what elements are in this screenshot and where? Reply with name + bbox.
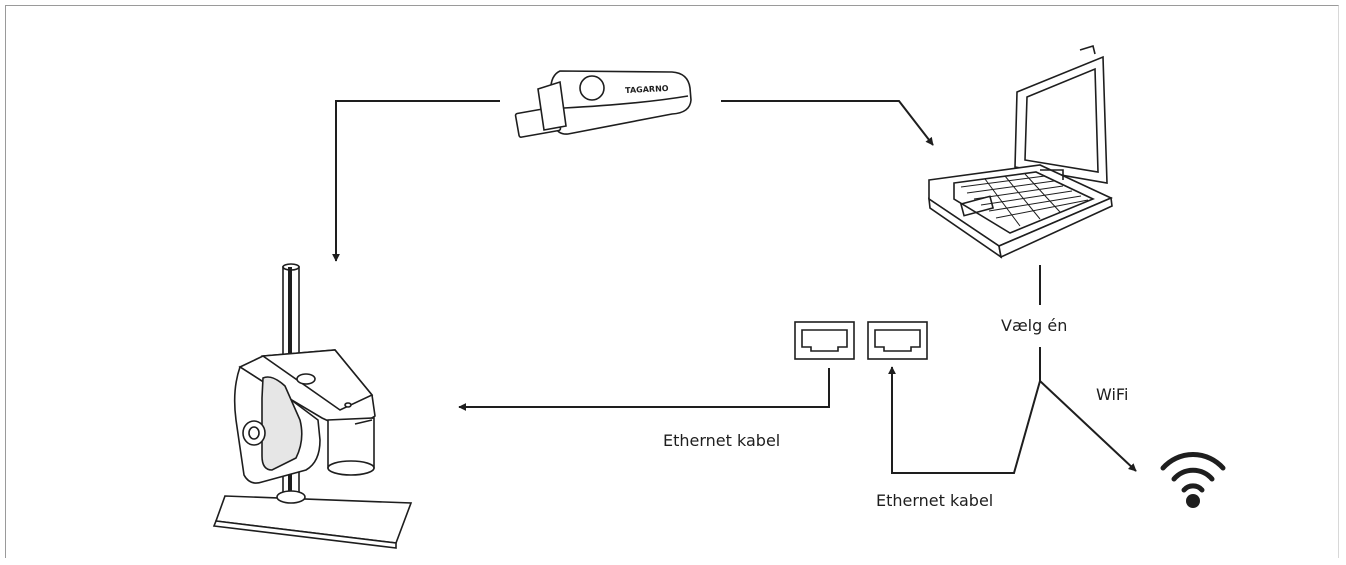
arrow-port-1-to-microscope <box>458 368 830 411</box>
arrow-to-wifi <box>1039 380 1137 472</box>
arrow-usb-to-laptop <box>721 100 934 146</box>
arrow-usb-to-microscope <box>332 100 500 262</box>
laptop-icon <box>928 44 1113 259</box>
usb-stick-icon: TAGARNO <box>514 70 692 138</box>
wifi-label: WiFi <box>1096 385 1129 404</box>
ethernet-cable-label-2: Ethernet kabel <box>876 491 994 510</box>
choose-one-label: Vælg én <box>1001 316 1068 335</box>
diagram-frame <box>5 5 1339 558</box>
ethernet-port-icon-1 <box>794 321 855 360</box>
ethernet-cable-label: Ethernet kabel <box>663 431 781 450</box>
wifi-icon <box>1160 452 1226 508</box>
arrow-to-ethernet-port-2 <box>888 366 1041 474</box>
microscope-icon <box>212 263 413 549</box>
ethernet-port-icon-2 <box>867 321 928 360</box>
usb-brand-text: TAGARNO <box>625 84 669 95</box>
